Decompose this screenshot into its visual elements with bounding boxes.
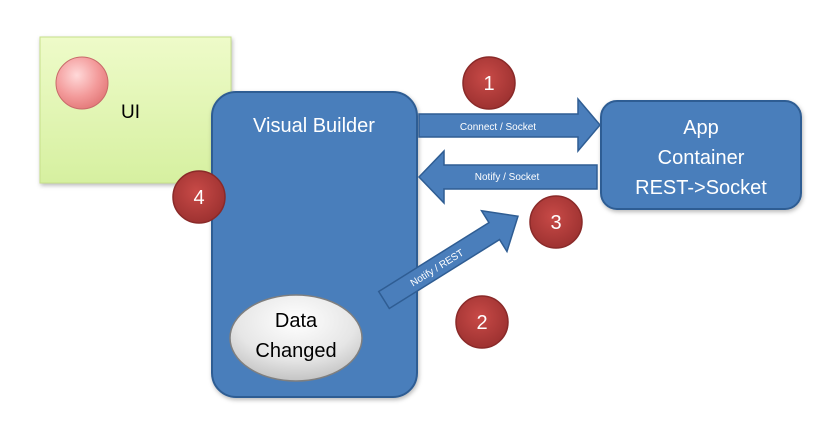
notify-socket-arrow-shape <box>417 149 598 205</box>
visual-builder-title: Visual Builder <box>253 115 375 137</box>
data-changed-shape <box>229 294 363 382</box>
ui-label: UI <box>121 102 140 123</box>
ui-box: UI <box>39 36 232 184</box>
step-4-label: 4 <box>193 187 204 209</box>
connect-socket-arrow-shape <box>418 96 601 154</box>
step-3-badge: 3 <box>529 195 583 249</box>
app-container-line2: Container <box>658 147 745 169</box>
step-2-label: 2 <box>476 312 487 334</box>
step-1-badge: 1 <box>462 56 516 110</box>
notify-rest-arrow-shape <box>377 209 519 310</box>
connect-socket-label: Connect / Socket <box>460 122 536 133</box>
step-1-label: 1 <box>483 73 494 95</box>
connect-socket-arrow: Connect / Socket <box>418 96 601 154</box>
step-4-badge: 4 <box>172 170 226 224</box>
step-2-badge: 2 <box>455 295 509 349</box>
app-container-line3: REST->Socket <box>635 177 767 199</box>
app-container-line1: App <box>683 117 719 139</box>
notify-socket-label: Notify / Socket <box>475 172 540 183</box>
data-changed-node: Data Changed <box>229 294 363 382</box>
step-3-label: 3 <box>550 212 561 234</box>
notify-socket-arrow: Notify / Socket <box>417 149 598 205</box>
ui-circle-icon <box>55 56 109 110</box>
app-container-box: App Container REST->Socket <box>600 100 802 210</box>
app-container-shape <box>600 100 802 210</box>
data-changed-line1: Data <box>275 310 318 332</box>
data-changed-line2: Changed <box>255 340 336 362</box>
